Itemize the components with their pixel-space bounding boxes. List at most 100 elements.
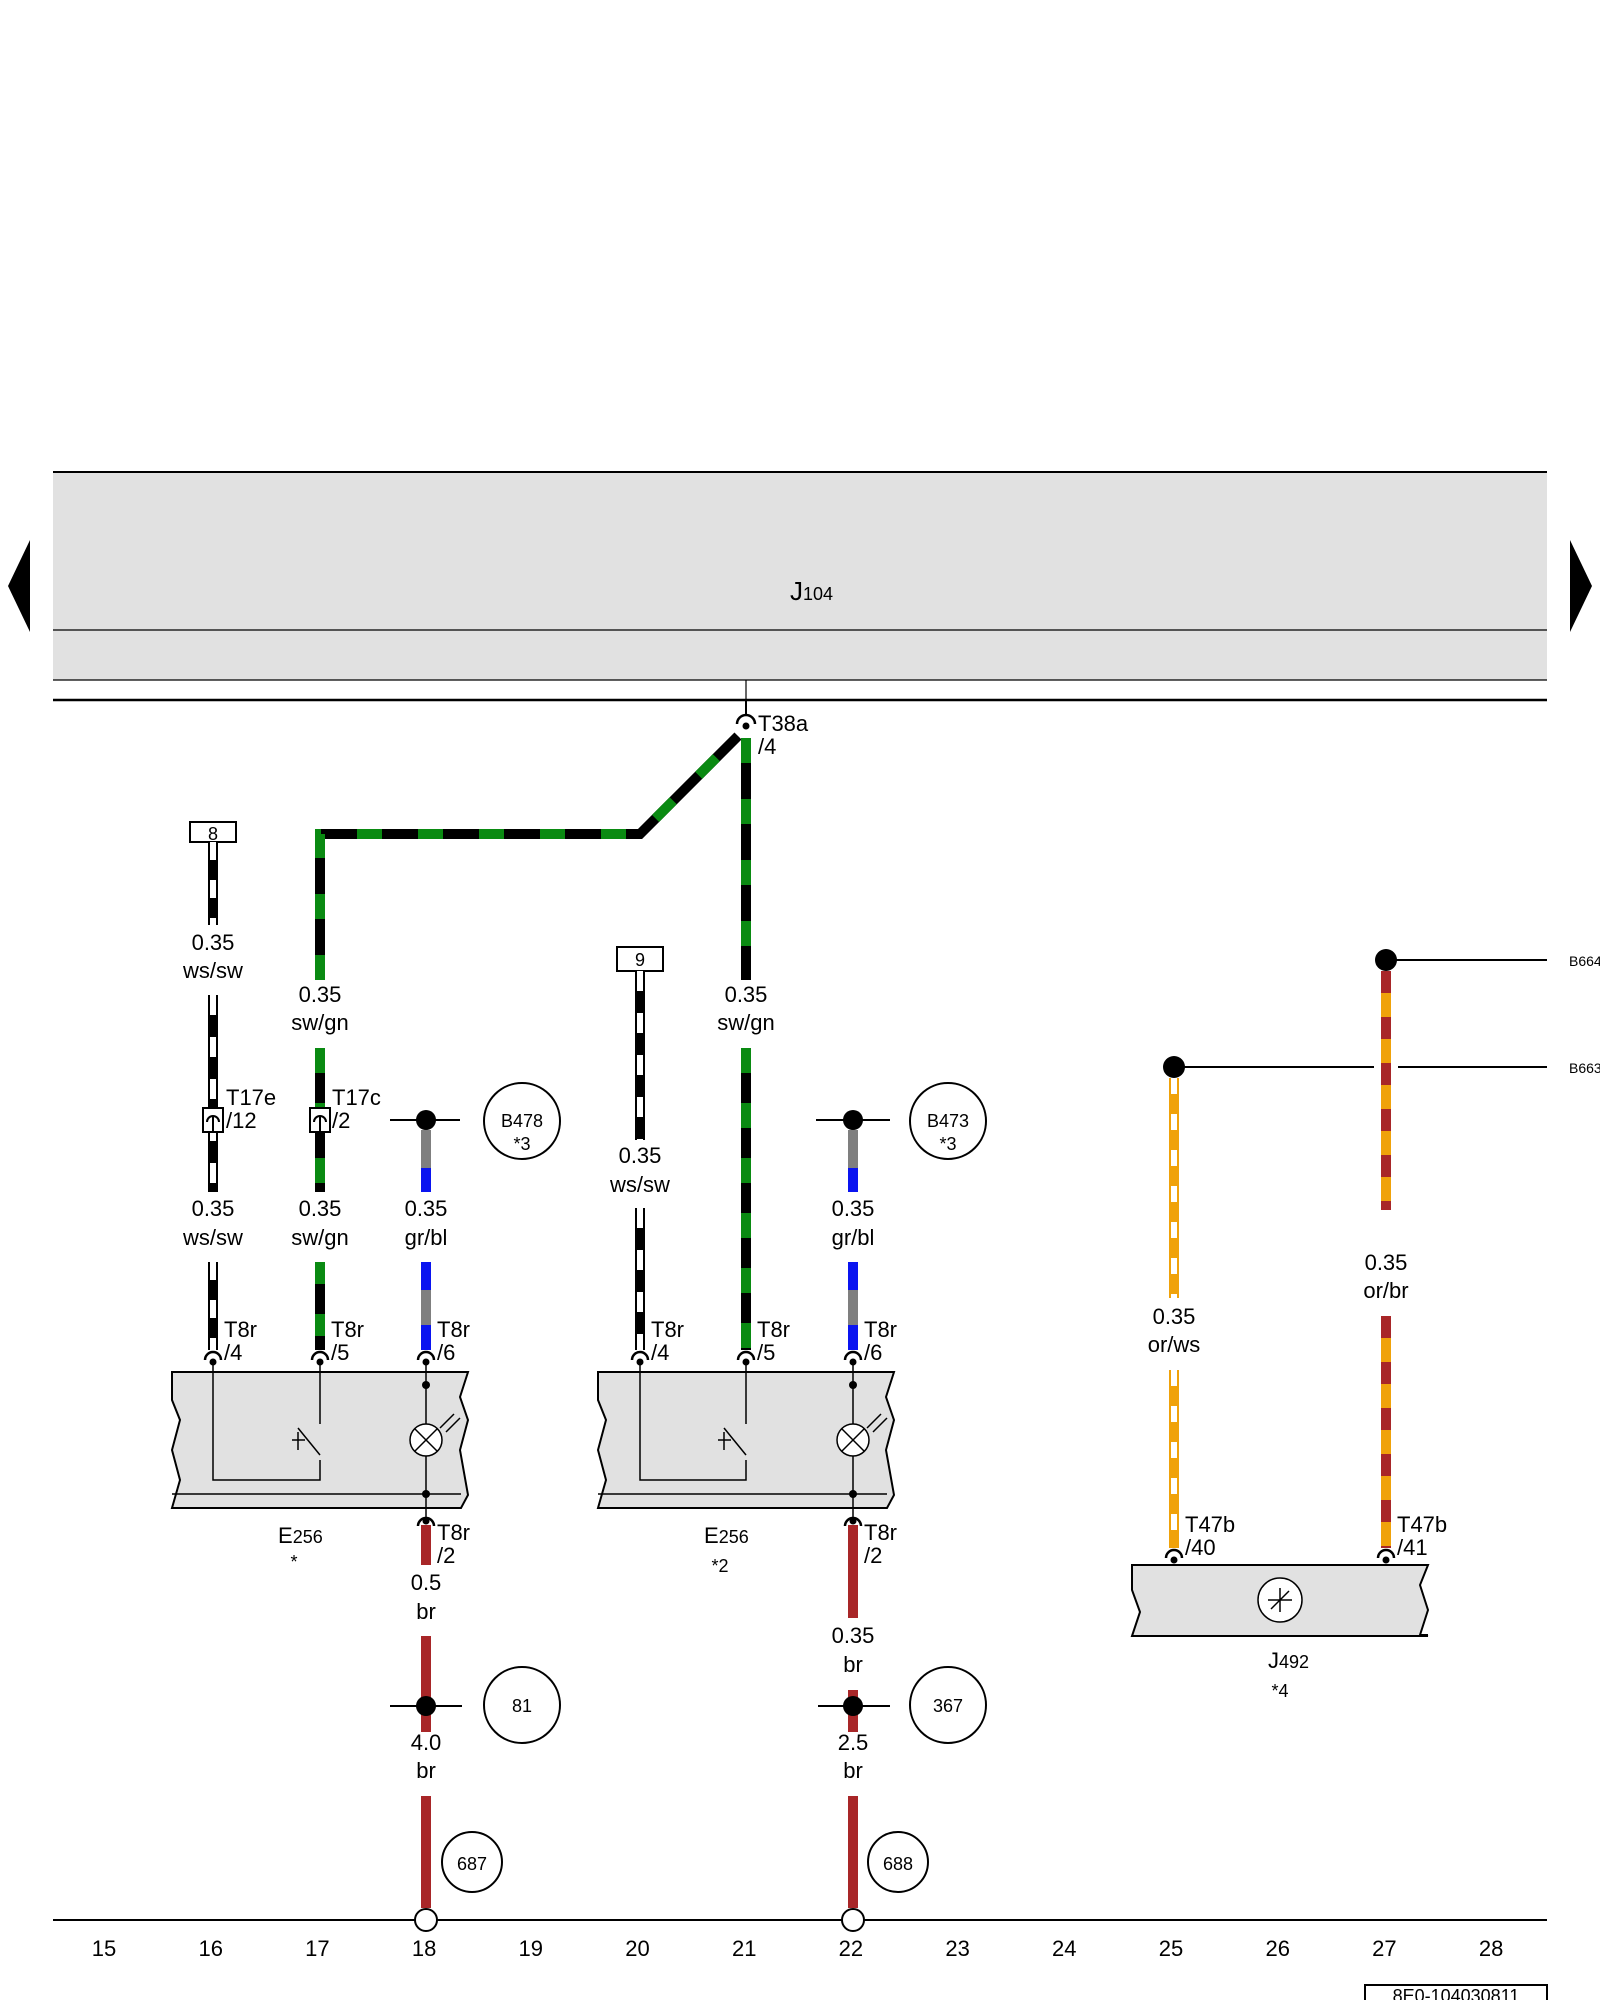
grid-number: 25 bbox=[1159, 1936, 1183, 1961]
switch-e256-a: T8r /4 T8r /5 T8r /6 bbox=[170, 1317, 470, 1572]
grid-number: 20 bbox=[625, 1936, 649, 1961]
svg-text:/5: /5 bbox=[331, 1340, 349, 1365]
connector-t17c: T17c /2 bbox=[309, 1085, 381, 1133]
e256-b-label: E256 bbox=[704, 1523, 749, 1548]
svg-text:0.35: 0.35 bbox=[832, 1196, 875, 1221]
ref-81: 81 bbox=[483, 1666, 561, 1744]
svg-text:ws/sw: ws/sw bbox=[609, 1172, 670, 1197]
ref-687: 687 bbox=[441, 1831, 503, 1893]
svg-text:T47b: T47b bbox=[1397, 1512, 1447, 1537]
svg-text:2.5: 2.5 bbox=[838, 1730, 869, 1755]
connector-t8r-6-b: T8r /6 bbox=[843, 1317, 897, 1366]
svg-text:sw/gn: sw/gn bbox=[717, 1010, 774, 1035]
j492-label: J492 bbox=[1268, 1648, 1309, 1673]
svg-text:or/br: or/br bbox=[1363, 1278, 1408, 1303]
control-unit-j492: T47b /40 T47b /41 J492 *4 bbox=[1130, 1512, 1447, 1701]
svg-text:0.35: 0.35 bbox=[1365, 1250, 1408, 1275]
svg-text:/6: /6 bbox=[437, 1340, 455, 1365]
svg-text:br: br bbox=[416, 1599, 436, 1624]
grid-number: 19 bbox=[519, 1936, 543, 1961]
ref-b473: B473 *3 bbox=[909, 1082, 987, 1160]
svg-text:/5: /5 bbox=[757, 1340, 775, 1365]
grid-number: 15 bbox=[92, 1936, 116, 1961]
ground-bus bbox=[53, 1908, 1547, 1932]
svg-text:T38a: T38a bbox=[758, 711, 809, 736]
svg-text:/2: /2 bbox=[332, 1108, 350, 1133]
lamp-icon bbox=[409, 1423, 443, 1457]
svg-text:ws/sw: ws/sw bbox=[182, 958, 243, 983]
svg-text:T8r: T8r bbox=[651, 1317, 684, 1342]
document-id-box: 8E0-104030811 bbox=[1364, 1984, 1548, 2000]
svg-text:0.35: 0.35 bbox=[832, 1623, 875, 1648]
grid-number: 16 bbox=[198, 1936, 222, 1961]
connector-t8r-2-a: T8r /2 bbox=[416, 1516, 470, 1568]
svg-text:8E0-104030811: 8E0-104030811 bbox=[1393, 1986, 1520, 2000]
connector-t8r-4-b: T8r /4 bbox=[630, 1317, 684, 1366]
svg-text:*: * bbox=[290, 1552, 297, 1572]
svg-text:/4: /4 bbox=[758, 734, 776, 759]
wire-orbr-col27 bbox=[1375, 949, 1547, 1548]
svg-text:/2: /2 bbox=[437, 1543, 455, 1568]
switch-e256-b: T8r /4 T8r /5 T8r /6 bbox=[596, 1317, 897, 1576]
svg-text:B473: B473 bbox=[927, 1111, 969, 1131]
svg-text:*2: *2 bbox=[711, 1556, 728, 1576]
svg-text:T8r: T8r bbox=[757, 1317, 790, 1342]
svg-text:367: 367 bbox=[933, 1696, 963, 1716]
j104-label: J104 bbox=[790, 576, 833, 606]
ref-b663: B663 bbox=[1569, 1060, 1600, 1076]
connector-t8r-5-b: T8r /5 bbox=[736, 1317, 790, 1366]
svg-text:T8r: T8r bbox=[331, 1317, 364, 1342]
connector-t17e: T17e /12 bbox=[202, 1085, 276, 1133]
connector-t8r-2-b: T8r /2 bbox=[843, 1516, 897, 1568]
ref-b664: B664 bbox=[1569, 953, 1600, 969]
wire-grbl-col18 bbox=[390, 1110, 460, 1350]
svg-text:/2: /2 bbox=[864, 1543, 882, 1568]
wire-br-col22 bbox=[818, 1525, 890, 1908]
drive-symbol-icon bbox=[1257, 1577, 1303, 1623]
svg-text:81: 81 bbox=[512, 1696, 532, 1716]
wire-wssw-col20: 9 bbox=[616, 946, 664, 1350]
svg-text:0.35: 0.35 bbox=[1153, 1304, 1196, 1329]
svg-text:or/ws: or/ws bbox=[1148, 1332, 1201, 1357]
illumination-arrows-icon bbox=[439, 1413, 461, 1433]
svg-text:/41: /41 bbox=[1397, 1535, 1428, 1560]
svg-text:T8r: T8r bbox=[437, 1520, 470, 1545]
svg-text:/4: /4 bbox=[224, 1340, 242, 1365]
grid-number: 26 bbox=[1265, 1936, 1289, 1961]
svg-text:688: 688 bbox=[883, 1854, 913, 1874]
svg-text:T17e: T17e bbox=[226, 1085, 276, 1110]
svg-text:/12: /12 bbox=[226, 1108, 257, 1133]
e256-a-label: E256 bbox=[278, 1523, 323, 1548]
ref-688: 688 bbox=[867, 1831, 929, 1893]
svg-text:br: br bbox=[843, 1652, 863, 1677]
connector-t47b-41: T47b /41 bbox=[1376, 1512, 1447, 1564]
svg-text:/6: /6 bbox=[864, 1340, 882, 1365]
grid-number: 18 bbox=[412, 1936, 436, 1961]
svg-text:T8r: T8r bbox=[864, 1520, 897, 1545]
svg-text:T47b: T47b bbox=[1185, 1512, 1235, 1537]
ref-367: 367 bbox=[909, 1666, 987, 1744]
connector-t47b-40: T47b /40 bbox=[1164, 1512, 1235, 1564]
svg-text:0.5: 0.5 bbox=[411, 1570, 442, 1595]
wire-grbl-col22 bbox=[816, 1110, 890, 1350]
wire-swgn-top-route bbox=[315, 732, 751, 980]
svg-text:br: br bbox=[416, 1758, 436, 1783]
svg-text:sw/gn: sw/gn bbox=[291, 1010, 348, 1035]
next-page-arrow-icon[interactable] bbox=[1570, 540, 1592, 632]
svg-text:0.35: 0.35 bbox=[299, 1196, 342, 1221]
svg-text:/4: /4 bbox=[651, 1340, 669, 1365]
connector-t8r-5-a: T8r /5 bbox=[310, 1317, 364, 1366]
svg-text:T8r: T8r bbox=[437, 1317, 470, 1342]
svg-text:687: 687 bbox=[457, 1854, 487, 1874]
grid-number: 27 bbox=[1372, 1936, 1396, 1961]
previous-page-arrow-icon[interactable] bbox=[8, 540, 30, 632]
grid-number: 22 bbox=[839, 1936, 863, 1961]
grid-number: 17 bbox=[305, 1936, 329, 1961]
connector-t8r-4-a: T8r /4 bbox=[203, 1317, 257, 1366]
svg-text:*3: *3 bbox=[939, 1134, 956, 1154]
svg-text:4.0: 4.0 bbox=[411, 1730, 442, 1755]
svg-text:8: 8 bbox=[208, 824, 218, 844]
svg-text:0.35: 0.35 bbox=[619, 1143, 662, 1168]
grid-number: 28 bbox=[1479, 1936, 1503, 1961]
